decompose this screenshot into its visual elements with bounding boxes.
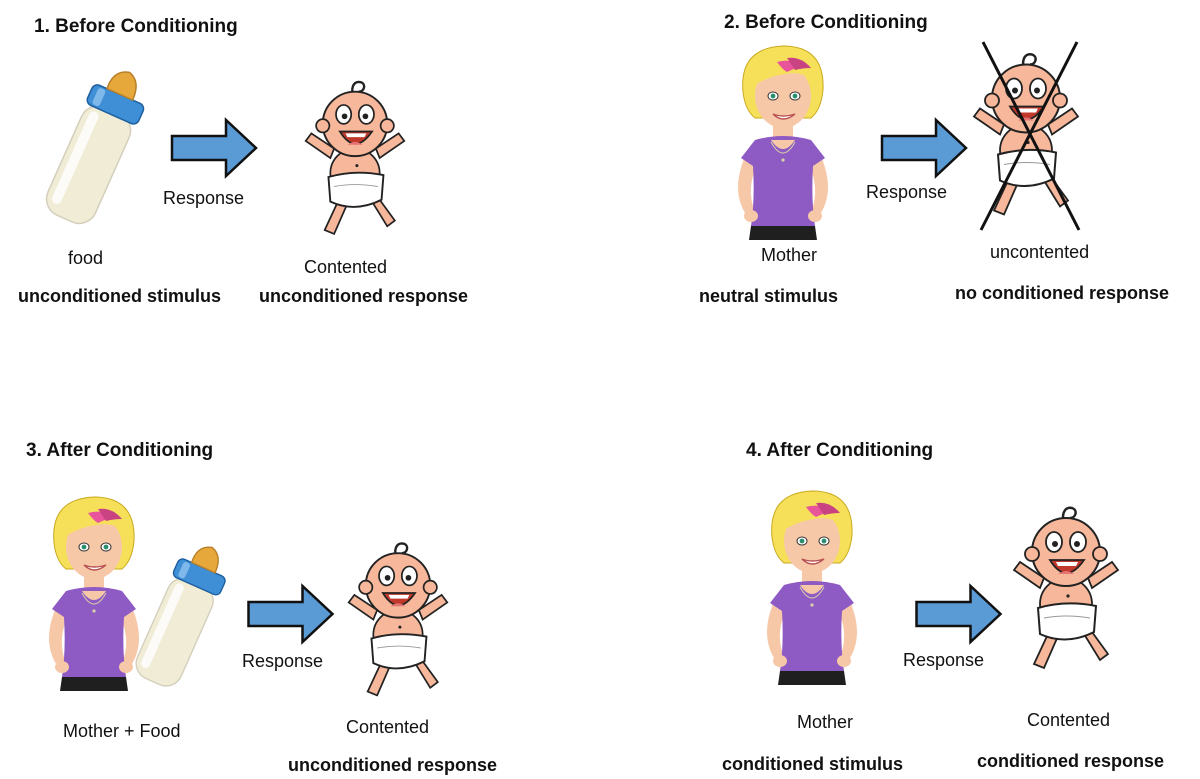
stimulus-type: neutral stimulus bbox=[699, 286, 839, 306]
stimulus-type: conditioned stimulus bbox=[722, 754, 904, 774]
baby-bottle-icon bbox=[128, 536, 237, 693]
panel-4-title: 4. After Conditioning bbox=[746, 440, 934, 461]
right-arrow-icon bbox=[880, 118, 968, 178]
panel-1-title: 1. Before Conditioning bbox=[34, 16, 238, 37]
arrow-label: Response bbox=[163, 188, 245, 208]
panel-3-title: 3. After Conditioning bbox=[26, 440, 214, 461]
cross-out-icon bbox=[979, 41, 1081, 231]
baby-bottle-icon bbox=[38, 60, 156, 231]
response-type: conditioned response bbox=[977, 751, 1165, 771]
mother-icon bbox=[737, 45, 829, 241]
arrow-label: Response bbox=[866, 182, 948, 202]
response-label: uncontented bbox=[990, 242, 1090, 262]
happy-baby-icon bbox=[1012, 506, 1120, 670]
mother-icon bbox=[766, 490, 858, 686]
arrow-label: Response bbox=[242, 651, 324, 671]
stimulus-label: food bbox=[68, 248, 104, 268]
right-arrow-icon bbox=[247, 584, 334, 644]
stimulus-label: Mother + Food bbox=[63, 721, 181, 741]
response-label: Contented bbox=[304, 257, 388, 277]
arrow-label: Response bbox=[903, 650, 985, 670]
happy-baby-icon bbox=[347, 542, 449, 697]
response-type: no conditioned response bbox=[955, 283, 1170, 303]
response-label: Contented bbox=[1027, 710, 1111, 730]
stimulus-label: Mother bbox=[761, 245, 818, 265]
stimulus-label: Mother bbox=[797, 712, 854, 732]
right-arrow-icon bbox=[915, 584, 1002, 644]
stimulus-type: unconditioned stimulus bbox=[18, 286, 221, 306]
happy-baby-icon bbox=[304, 80, 406, 236]
right-arrow-icon bbox=[170, 118, 258, 178]
response-type: unconditioned response bbox=[288, 755, 498, 775]
response-label: Contented bbox=[346, 717, 430, 737]
response-type: unconditioned response bbox=[259, 286, 469, 306]
panel-2-title: 2. Before Conditioning bbox=[724, 12, 928, 33]
